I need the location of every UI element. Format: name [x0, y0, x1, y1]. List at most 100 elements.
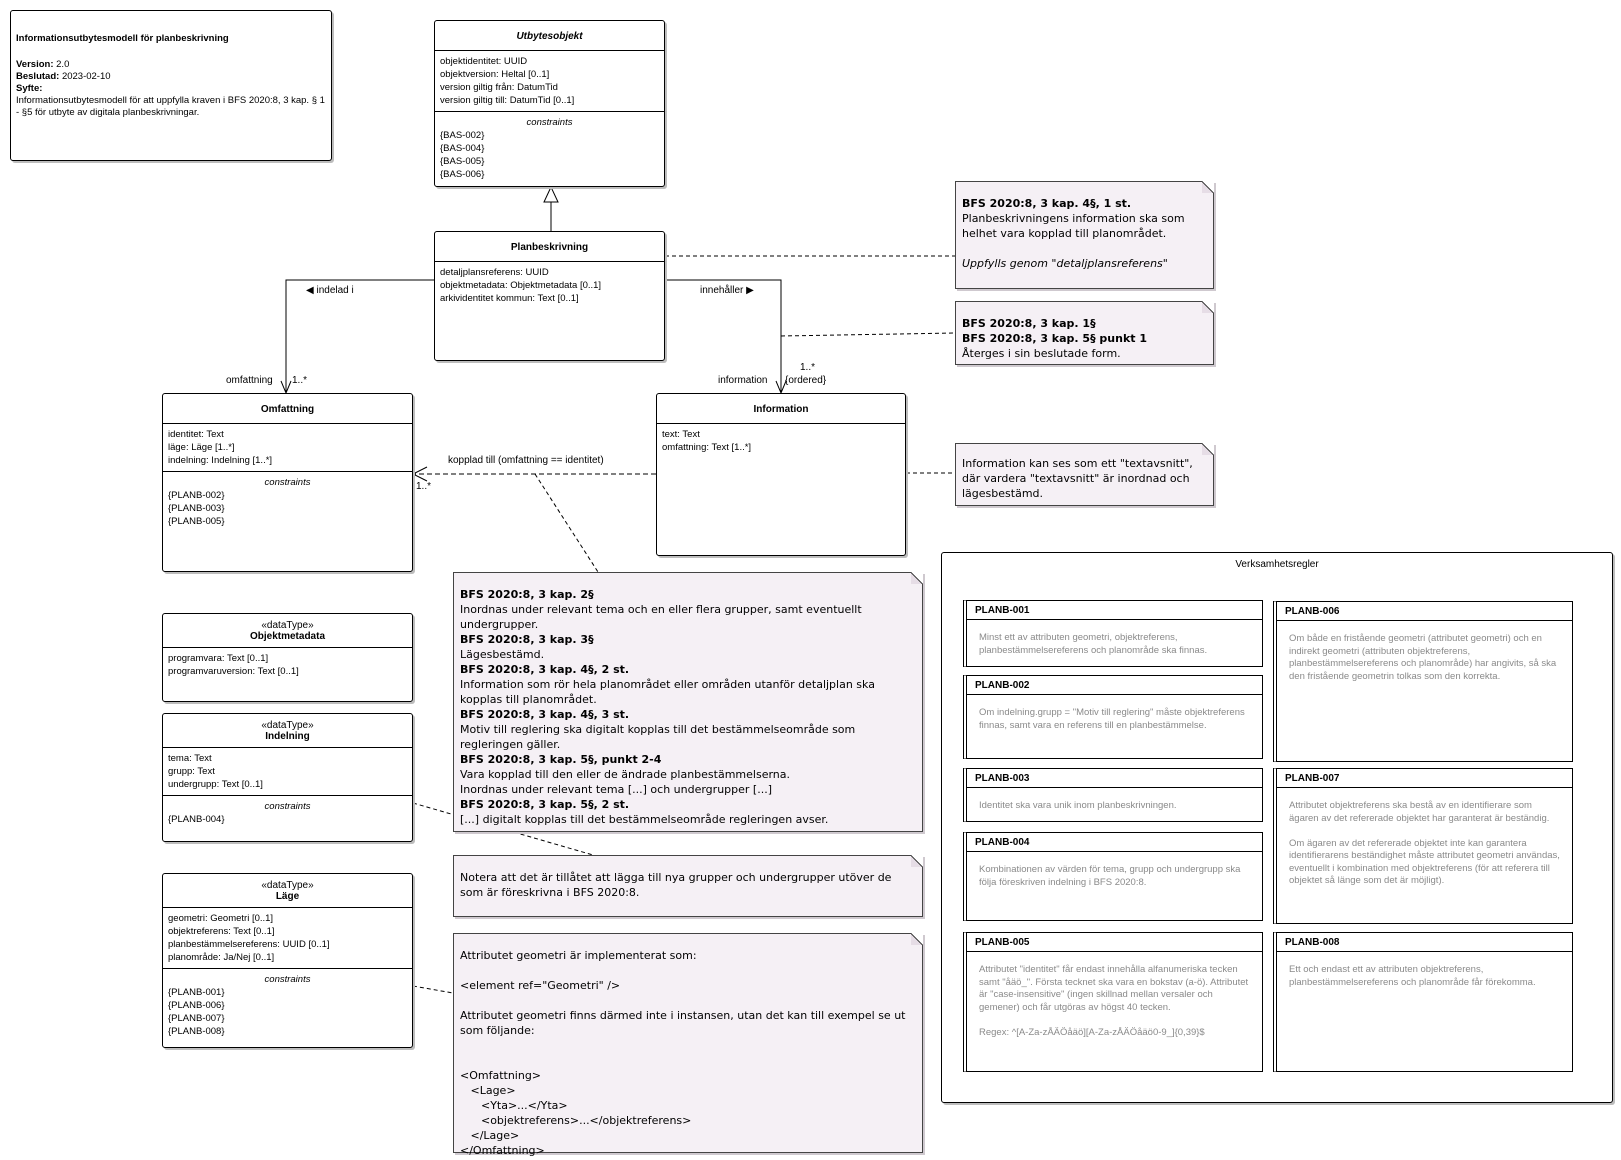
class-name: Läge	[275, 891, 300, 902]
class-title: «dataType» Läge	[163, 874, 412, 908]
model-info-box: Informationsutbytesmodell för planbeskri…	[10, 10, 332, 161]
note-text: Inordnas under relevant tema [...] och u…	[460, 783, 772, 796]
note-ref: BFS 2020:8, 3 kap. 5§, 2 st.	[460, 798, 630, 811]
attribute: omfattning: Text [1..*]	[662, 442, 752, 453]
note-text: [...] digitalt kopplas till det bestämme…	[460, 813, 829, 826]
attribute: läge: Läge [1..*]	[168, 442, 235, 453]
rule-planb-002[interactable]: PLANB-002 Om indelning.grupp = "Motiv ti…	[963, 675, 1263, 759]
note-ref: BFS 2020:8, 3 kap. 4§, 2 st.	[460, 663, 630, 676]
note-geometri: Attributet geometri är implementerat som…	[453, 933, 923, 1157]
constraint: {BAS-006}	[440, 169, 485, 180]
note-ref: BFS 2020:8, 3 kap. 1§	[962, 317, 1096, 330]
multiplicity-omfattning: 1..*	[292, 375, 308, 386]
note-text: Information kan ses som ett "textavsnitt…	[962, 457, 1193, 500]
class-information[interactable]: Information text: Text omfattning: Text …	[656, 393, 906, 556]
attribute: planområde: Ja/Nej [0..1]	[168, 952, 275, 963]
class-objektmetadata[interactable]: «dataType» Objektmetadata programvara: T…	[162, 613, 413, 702]
attribute: identitet: Text	[168, 429, 224, 440]
attribute-list: identitet: Text läge: Läge [1..*] indeln…	[163, 424, 412, 471]
constraints-heading: constraints	[264, 974, 311, 985]
attribute-list: geometri: Geometri [0..1] objektreferens…	[163, 908, 412, 968]
attribute: grupp: Text	[168, 766, 215, 777]
constraint: {PLANB-006}	[168, 1000, 225, 1011]
role-information: information	[718, 375, 768, 386]
class-title: Information	[657, 394, 905, 424]
class-planbeskrivning[interactable]: Planbeskrivning detaljplansreferens: UUI…	[434, 231, 665, 361]
note-link-2	[780, 332, 956, 337]
constraint: {PLANB-007}	[168, 1013, 225, 1024]
rule-id: PLANB-003	[967, 769, 1262, 788]
dependency-label: kopplad till (omfattning == identitet)	[448, 455, 604, 466]
role-omfattning: omfattning	[226, 375, 273, 386]
attribute-list: text: Text omfattning: Text [1..*]	[657, 424, 905, 458]
note-text: Motiv till reglering ska digitalt koppla…	[460, 723, 856, 751]
note-ref: BFS 2020:8, 3 kap. 4§, 1 st.	[962, 197, 1132, 210]
constraint: {PLANB-003}	[168, 503, 225, 514]
class-title: Planbeskrivning	[435, 232, 664, 262]
note-text: Notera att det är tillåtet att lägga til…	[460, 871, 892, 899]
attribute: detaljplansreferens: UUID	[440, 267, 549, 278]
stereotype: «dataType»	[261, 880, 314, 891]
generalization-arrowhead	[543, 185, 559, 203]
constraint-list: constraints {PLANB-001} {PLANB-006} {PLA…	[163, 968, 412, 1042]
rule-text: Om både en fristående geometri (attribut…	[1289, 633, 1557, 682]
dependency-arrow	[411, 466, 428, 482]
attribute: objektversion: Heltal [0..1]	[440, 69, 550, 80]
multiplicity-kopplad: 1..*	[416, 481, 432, 492]
association-indelad-i	[285, 279, 436, 393]
stereotype: «dataType»	[261, 720, 314, 731]
rule-planb-007[interactable]: PLANB-007 Attributet objektreferens ska …	[1273, 768, 1573, 924]
class-lage[interactable]: «dataType» Läge geometri: Geometri [0..1…	[162, 873, 413, 1048]
attribute: indelning: Indelning [1..*]	[168, 455, 273, 466]
class-utbytesobjekt[interactable]: Utbytesobjekt objektidentitet: UUID obje…	[434, 20, 665, 187]
model-decided: Beslutad: 2023-02-10	[16, 71, 111, 82]
note-bfs-4-1: BFS 2020:8, 3 kap. 4§, 1 st. Planbeskriv…	[955, 181, 1214, 289]
rule-id: PLANB-005	[967, 933, 1262, 952]
note-nya-grupper: Notera att det är tillåtet att lägga til…	[453, 855, 923, 917]
attribute: programvaruversion: Text [0..1]	[168, 666, 299, 677]
ordered-information: {ordered}	[785, 375, 827, 386]
note-ref: BFS 2020:8, 3 kap. 4§, 3 st.	[460, 708, 630, 721]
class-omfattning[interactable]: Omfattning identitet: Text läge: Läge [1…	[162, 393, 413, 572]
rule-planb-003[interactable]: PLANB-003 Identitet ska vara unik inom p…	[963, 768, 1263, 822]
code-line: </Omfattning>	[460, 1144, 545, 1157]
constraint: {BAS-005}	[440, 156, 485, 167]
rule-planb-005[interactable]: PLANB-005 Attributet "identitet" får end…	[963, 932, 1263, 1072]
constraint: {PLANB-002}	[168, 490, 225, 501]
attribute-list: detaljplansreferens: UUID objektmetadata…	[435, 262, 664, 309]
note-ref: BFS 2020:8, 3 kap. 5§ punkt 1	[962, 332, 1148, 345]
constraint: {PLANB-004}	[168, 814, 225, 825]
rule-text: Minst ett av attributen geometri, objekt…	[979, 632, 1208, 656]
association-label-innehaller: innehåller ▶	[700, 285, 754, 296]
note-text: Lägesbestämd.	[460, 648, 545, 661]
rule-id: PLANB-007	[1277, 769, 1572, 788]
code-line: <Omfattning>	[460, 1069, 542, 1082]
rule-id: PLANB-001	[967, 601, 1262, 620]
note-text: Återges i sin beslutade form.	[962, 347, 1121, 360]
constraints-heading: constraints	[264, 477, 311, 488]
model-purpose: Informationsutbytesmodell för att uppfyl…	[16, 95, 325, 118]
rule-planb-006[interactable]: PLANB-006 Om både en fristående geometri…	[1273, 601, 1573, 762]
rule-text: Kombinationen av värden för tema, grupp …	[979, 864, 1241, 888]
rule-text: Identitet ska vara unik inom planbeskriv…	[979, 800, 1177, 811]
constraint-list: constraints {PLANB-004}	[163, 795, 412, 830]
constraints-heading: constraints	[526, 117, 573, 128]
rule-planb-008[interactable]: PLANB-008 Ett och endast ett av attribut…	[1273, 932, 1573, 1072]
attribute: geometri: Geometri [0..1]	[168, 913, 274, 924]
rule-text: Attributet objektreferens ska bestå av e…	[1289, 800, 1560, 886]
rule-planb-001[interactable]: PLANB-001 Minst ett av attributen geomet…	[963, 600, 1263, 667]
class-indelning[interactable]: «dataType» Indelning tema: Text grupp: T…	[162, 713, 413, 842]
code-line: <Yta>...</Yta>	[460, 1099, 568, 1112]
note-ref: BFS 2020:8, 3 kap. 2§	[460, 588, 594, 601]
attribute: version giltig till: DatumTid [0..1]	[440, 95, 575, 106]
constraint-list: constraints {PLANB-002} {PLANB-003} {PLA…	[163, 471, 412, 532]
note-code: <element ref="Geometri" />	[460, 979, 621, 992]
rule-id: PLANB-006	[1277, 602, 1572, 621]
class-title: «dataType» Indelning	[163, 714, 412, 748]
attribute-list: tema: Text grupp: Text undergrupp: Text …	[163, 748, 412, 795]
rule-planb-004[interactable]: PLANB-004 Kombinationen av värden för te…	[963, 832, 1263, 921]
note-text: Information som rör hela planområdet ell…	[460, 678, 875, 706]
attribute: planbestämmelsereferens: UUID [0..1]	[168, 939, 330, 950]
class-name: Indelning	[265, 731, 310, 742]
